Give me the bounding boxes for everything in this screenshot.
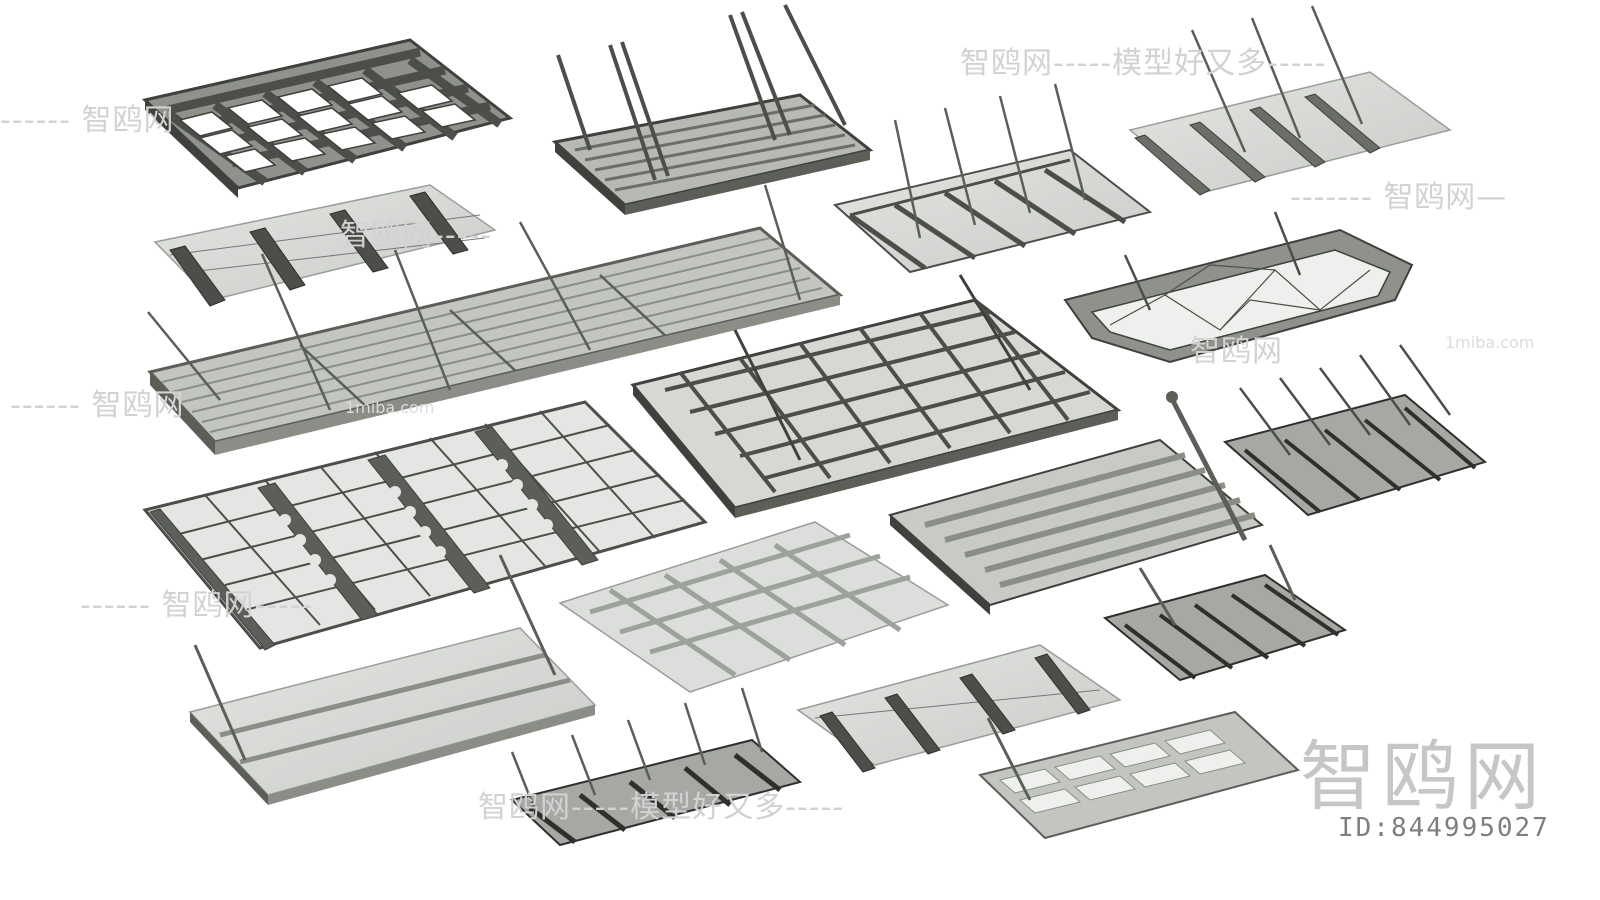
canopy-faceted-frame — [1063, 211, 1414, 364]
canopy-hanging-slats — [551, 4, 874, 215]
canopy-glass-point-fixed — [188, 554, 597, 805]
canopy-dark-truss — [1222, 344, 1488, 517]
watermark-brand: 智鸥网 — [1300, 732, 1546, 821]
canopy-glass-fins — [153, 184, 497, 307]
watermark-lower-left: ------ 智鸥网----- — [80, 588, 314, 623]
canopy-glass-fins-lower — [796, 644, 1122, 773]
watermark-mid-left: ------ 智鸥网 — [10, 388, 185, 423]
watermark-bottom: 智鸥网-----模型好又多----- — [478, 790, 845, 825]
canopy-long-slatted — [147, 184, 844, 455]
canopy-slatted-rod — [887, 391, 1265, 615]
canopy-dark-truss-small — [1102, 544, 1348, 682]
watermark-top-left: ------ 智鸥网 — [0, 103, 175, 138]
canopy-glass-mullions — [558, 521, 950, 693]
watermark-mid-center: 智鸥网----- — [340, 218, 493, 253]
watermark-mid-right: 智鸥网 — [1190, 334, 1283, 369]
canopy-grid-hole-beams — [142, 400, 708, 651]
canopy-heavy-grid — [141, 38, 514, 198]
watermark-right-upper: ------- 智鸥网— — [1290, 180, 1508, 215]
canopy-glass-frame-lower — [978, 710, 1301, 840]
canopy-glass-rods — [832, 83, 1153, 274]
canopy-glass-oval-fins — [1128, 5, 1452, 196]
canopy-center-grid — [630, 274, 1122, 518]
watermark-top: 智鸥网-----模型好又多----- — [960, 46, 1327, 81]
model-id-label: ID:844995027 — [1338, 813, 1550, 843]
canopy-bottom-truss — [509, 687, 803, 847]
watermark-site-right: 1miba.com — [1445, 333, 1535, 352]
watermark-site-left: 1miba.com — [345, 398, 435, 417]
